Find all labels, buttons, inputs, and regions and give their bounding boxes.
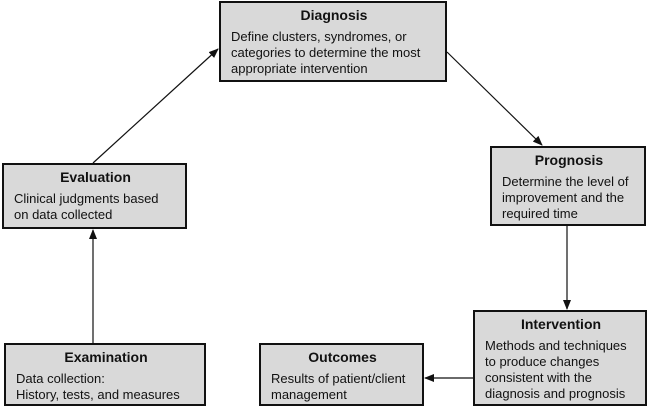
intervention-box: Intervention Methods and techniques to p… <box>473 310 647 406</box>
diagnosis-line-3: appropriate intervention <box>231 61 368 76</box>
prognosis-line-3: required time <box>502 206 578 221</box>
outcomes-line-2: management <box>271 387 347 402</box>
diagnosis-line-1: Define clusters, syndromes, or <box>231 29 407 44</box>
prognosis-title: Prognosis <box>534 152 604 168</box>
intervention-line-2: to produce changes <box>485 354 600 369</box>
diagnosis-title: Diagnosis <box>300 7 368 23</box>
prognosis-box: Prognosis Determine the level of improve… <box>490 146 646 226</box>
diagnosis-line-2: categories to determine the most <box>231 45 421 60</box>
intervention-line-3: consistent with the <box>485 370 592 385</box>
evaluation-line-1: Clinical judgments based <box>14 191 159 206</box>
arrow-evaluation-to-diagnosis <box>92 48 219 164</box>
evaluation-box: Evaluation Clinical judgments based on d… <box>2 163 187 229</box>
outcomes-title: Outcomes <box>308 349 377 365</box>
intervention-title: Intervention <box>520 316 602 332</box>
examination-line-1: Data collection: <box>16 371 105 386</box>
evaluation-title: Evaluation <box>60 169 131 185</box>
prognosis-line-1: Determine the level of <box>502 174 629 189</box>
outcomes-box: Outcomes Results of patient/client manag… <box>259 343 424 406</box>
intervention-line-4: diagnosis and prognosis <box>485 386 626 401</box>
examination-box: Examination Data collection: History, te… <box>4 343 206 406</box>
outcomes-line-1: Results of patient/client <box>271 371 406 386</box>
prognosis-line-2: improvement and the <box>502 190 625 205</box>
diagnosis-box: Diagnosis Define clusters, syndromes, or… <box>219 1 447 82</box>
evaluation-line-2: on data collected <box>14 207 113 222</box>
examination-line-2: History, tests, and measures <box>16 387 180 402</box>
arrow-diagnosis-to-prognosis <box>446 51 543 146</box>
intervention-line-1: Methods and techniques <box>485 338 627 353</box>
examination-title: Examination <box>64 349 148 365</box>
